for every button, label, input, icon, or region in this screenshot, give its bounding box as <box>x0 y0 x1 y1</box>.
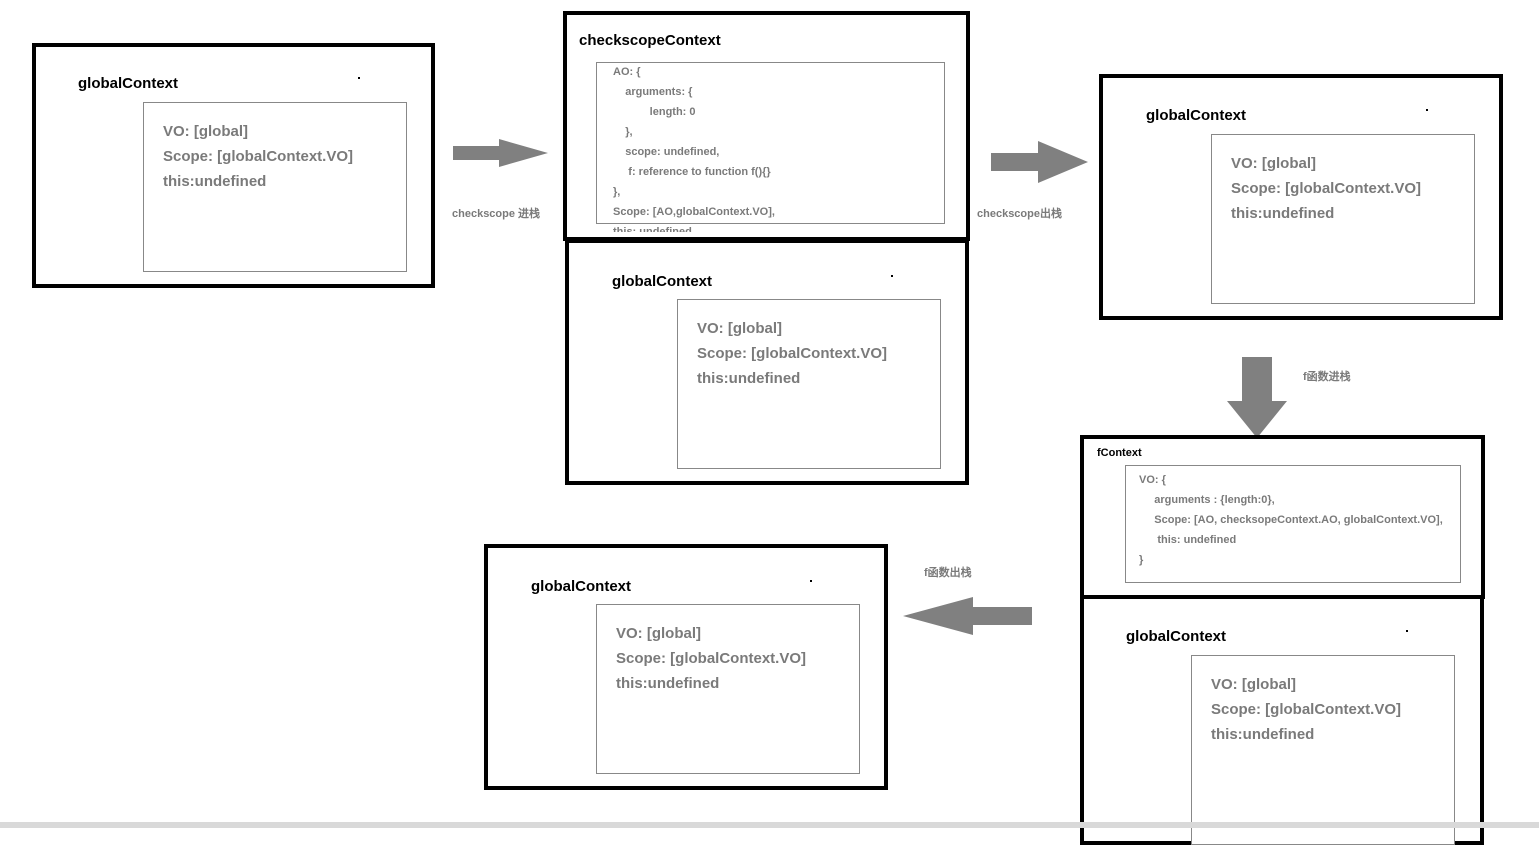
f-pop-label: f函数出栈 <box>924 567 972 579</box>
global-context-box-4: globalContext VO: [global] Scope: [globa… <box>1080 595 1484 845</box>
this-line: this:undefined <box>1231 205 1335 222</box>
vo-close-line: } <box>1139 554 1144 566</box>
vo-line: VO: [global] <box>697 320 782 337</box>
f-push-label: f函数进栈 <box>1303 371 1351 383</box>
checkscope-push-label: checkscope 进栈 <box>452 208 541 220</box>
arrow-right-icon <box>453 139 548 167</box>
this-line: this:undefined <box>616 675 720 692</box>
global-context-box-3: globalContext VO: [global] Scope: [globa… <box>1099 74 1503 320</box>
arrow-right-icon <box>991 141 1088 183</box>
context-content-box: VO: [global] Scope: [globalContext.VO] t… <box>677 299 941 469</box>
arrow-down-icon <box>1227 357 1287 438</box>
this-line: this:undefined <box>163 173 267 190</box>
context-title: checkscopeContext <box>579 32 721 49</box>
this-line: this: undefined <box>613 226 692 232</box>
context-title: globalContext <box>1146 107 1246 124</box>
context-content-box: VO: [global] Scope: [globalContext.VO] t… <box>143 102 407 272</box>
global-context-box-1: globalContext VO: [global] Scope: [globa… <box>32 43 435 288</box>
context-lines: VO: [global] Scope: [globalContext.VO] t… <box>616 621 806 696</box>
context-title: globalContext <box>612 273 712 290</box>
scope-line: Scope: [globalContext.VO] <box>616 650 807 667</box>
checkscope-pop-label: checkscope出栈 <box>977 208 1062 220</box>
vo-open-line: VO: { <box>1139 474 1166 486</box>
scope-line: Scope: [globalContext.VO] <box>163 148 354 165</box>
dot-mark <box>810 580 812 582</box>
context-content-box <box>596 62 945 224</box>
arguments-close-line: }, <box>613 126 633 138</box>
context-content-box: VO: { arguments : {length:0}, Scope: [AO… <box>1125 465 1461 583</box>
this-line: this:undefined <box>697 370 801 387</box>
context-lines: VO: [global] Scope: [globalContext.VO] t… <box>1231 151 1421 226</box>
arrow-left-icon <box>903 597 1032 635</box>
f-reference-line: f: reference to function f(){} <box>613 166 771 178</box>
scope-undefined-line: scope: undefined, <box>613 146 720 158</box>
context-lines: VO: [global] Scope: [globalContext.VO] t… <box>1211 672 1401 747</box>
global-context-box-5: globalContext VO: [global] Scope: [globa… <box>484 544 888 790</box>
this-line: this: undefined <box>1139 534 1237 546</box>
context-content-box: VO: [global] Scope: [globalContext.VO] t… <box>596 604 860 774</box>
context-lines: VO: [global] Scope: [globalContext.VO] t… <box>697 316 887 391</box>
context-title: globalContext <box>531 578 631 595</box>
length-line: length: 0 <box>613 106 696 118</box>
arguments-line: arguments: { <box>613 86 693 98</box>
scope-line: Scope: [globalContext.VO] <box>697 345 888 362</box>
bottom-edge-bar <box>0 822 1539 828</box>
context-content-box: VO: [global] Scope: [globalContext.VO] t… <box>1211 134 1475 304</box>
ao-close-line: }, <box>613 186 621 198</box>
vo-line: VO: [global] <box>1211 676 1296 693</box>
context-lines: VO: { arguments : {length:0}, Scope: [AO… <box>1139 470 1443 570</box>
this-line: this:undefined <box>1211 726 1315 743</box>
f-context-box: fContext VO: { arguments : {length:0}, S… <box>1080 435 1485 599</box>
ao-open-line: AO: { <box>613 66 641 78</box>
arguments-line: arguments : {length:0}, <box>1139 494 1275 506</box>
vo-line: VO: [global] <box>616 625 701 642</box>
dot-mark <box>1406 630 1408 632</box>
context-title: fContext <box>1097 447 1142 459</box>
context-content-box: VO: [global] Scope: [globalContext.VO] t… <box>1191 655 1455 845</box>
vo-line: VO: [global] <box>1231 155 1316 172</box>
scope-line: Scope: [AO, checksopeContext.AO, globalC… <box>1139 514 1443 526</box>
scope-line: Scope: [AO,globalContext.VO], <box>613 206 775 218</box>
context-lines: AO: { arguments: { length: 0 }, scope: u… <box>613 62 775 232</box>
context-title: globalContext <box>1126 628 1226 645</box>
dot-mark <box>1426 109 1428 111</box>
vo-line: VO: [global] <box>163 123 248 140</box>
context-lines: VO: [global] Scope: [globalContext.VO] t… <box>163 119 353 194</box>
context-title: globalContext <box>78 75 178 92</box>
scope-line: Scope: [globalContext.VO] <box>1231 180 1422 197</box>
scope-line: Scope: [globalContext.VO] <box>1211 701 1402 718</box>
dot-mark <box>891 275 893 277</box>
checkscope-context-box: checkscopeContext AO: { arguments: { len… <box>563 11 970 241</box>
global-context-box-2: globalContext VO: [global] Scope: [globa… <box>565 239 969 485</box>
dot-mark <box>358 77 360 79</box>
